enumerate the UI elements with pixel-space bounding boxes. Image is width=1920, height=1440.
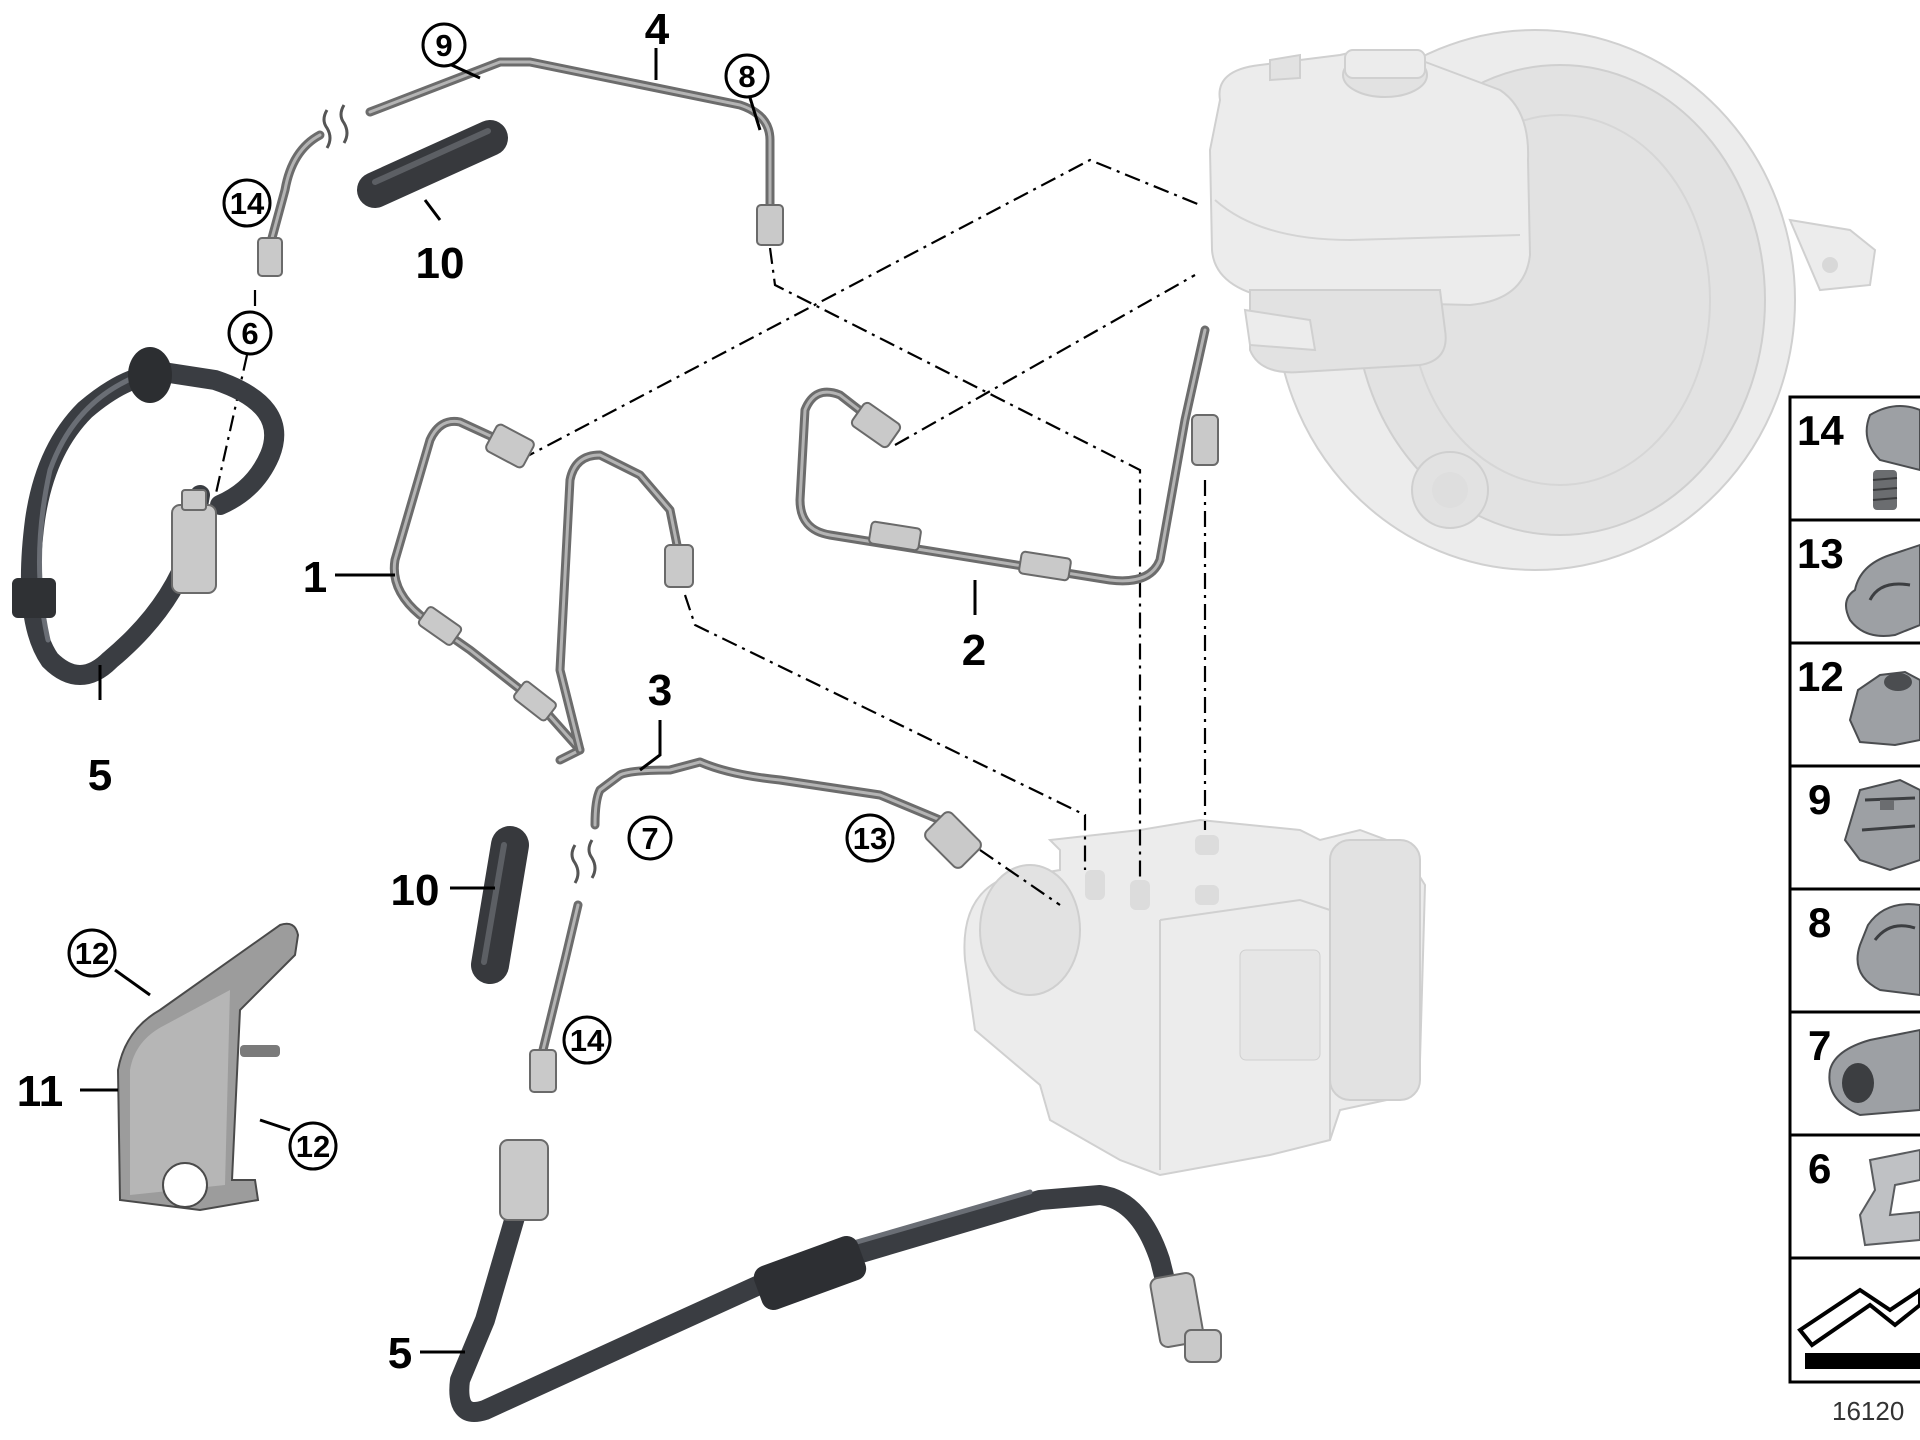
callout-13: 13 [845,813,895,863]
label-5-left: 5 [88,751,112,800]
brake-hose-5-bottom [449,1139,1222,1422]
svg-text:7: 7 [641,821,658,856]
callout-12-top: 12 [67,928,117,978]
svg-text:12: 12 [75,936,109,971]
parts-legend: 14 13 12 9 8 7 [1788,395,1920,1384]
callout-14-top: 14 [222,178,272,228]
brake-pipe-3 [529,757,982,1093]
svg-text:6: 6 [241,316,258,351]
callout-7: 7 [627,815,673,861]
connection-lines [208,158,1207,906]
svg-text:12: 12 [1797,653,1844,700]
legend-item-9: 9 [1808,776,1920,872]
brake-fluid-reservoir-ghost [1208,49,1532,374]
label-3: 3 [648,666,672,715]
label-5-bottom: 5 [388,1329,412,1378]
callout-12-bottom: 12 [288,1121,338,1171]
callout-8: 8 [724,53,770,99]
callout-9: 9 [421,22,467,68]
label-10-top: 10 [416,239,465,288]
leader-lines [80,48,977,1354]
bracket-11 [116,922,300,1212]
legend-item-8: 8 [1808,899,1920,997]
brake-hose-5-left [12,347,285,685]
legend-item-12: 12 [1797,653,1920,747]
svg-text:12: 12 [296,1129,330,1164]
label-4: 4 [645,5,670,54]
svg-text:8: 8 [1808,899,1831,946]
svg-text:6: 6 [1808,1145,1831,1192]
diagram-code: 16120 [1832,1396,1904,1426]
svg-text:14: 14 [1797,407,1844,454]
svg-text:13: 13 [1797,530,1844,577]
abs-unit-ghost [963,818,1427,1177]
legend-item-6: 6 [1808,1145,1920,1247]
brake-pipe-4 [257,57,784,277]
label-2: 2 [962,626,986,675]
protective-sleeve-10-top [357,120,508,208]
callout-6: 6 [227,310,273,356]
svg-text:9: 9 [435,28,452,63]
legend-item-13: 13 [1797,530,1920,637]
svg-text:8: 8 [738,59,755,94]
label-1: 1 [303,553,327,602]
brake-pipe-1 [389,416,694,765]
svg-text:9: 9 [1808,776,1831,823]
brake-pipe-2 [795,325,1219,586]
legend-item-14: 14 [1797,405,1920,510]
protective-sleeve-10-mid [471,826,529,984]
legend-item-7: 7 [1808,1022,1920,1117]
svg-text:14: 14 [230,186,265,221]
label-10-mid: 10 [391,866,440,915]
legend-arrow [1797,1287,1920,1369]
svg-text:7: 7 [1808,1022,1831,1069]
label-11: 11 [17,1067,64,1116]
svg-text:13: 13 [853,821,887,856]
callout-14-mid: 14 [562,1015,612,1065]
svg-text:14: 14 [570,1023,605,1058]
